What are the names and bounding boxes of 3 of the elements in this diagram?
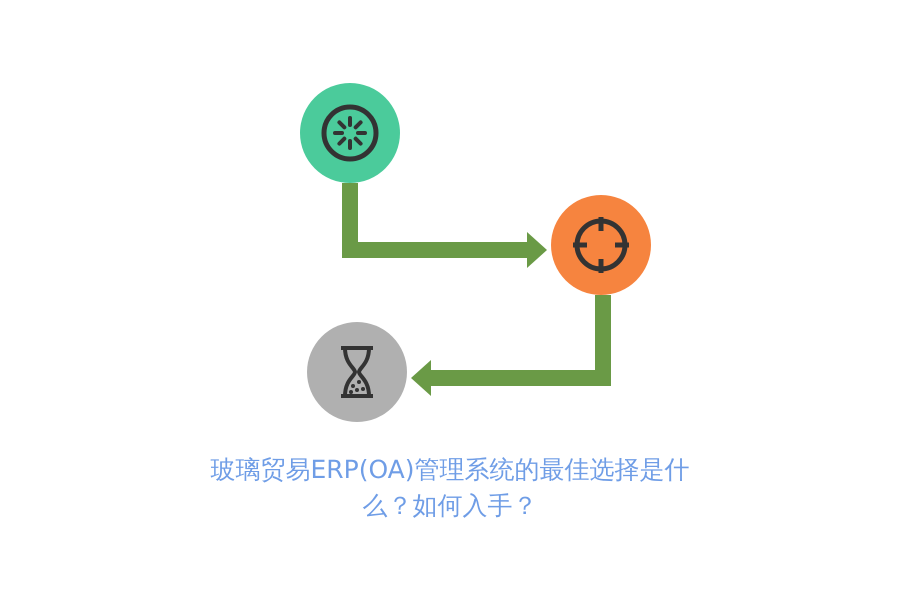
title-text: 玻璃贸易ERP(OA)管理系统的最佳选择是什么？如何入手？ xyxy=(209,454,691,522)
arrow xyxy=(342,183,547,268)
arrow xyxy=(411,295,611,396)
